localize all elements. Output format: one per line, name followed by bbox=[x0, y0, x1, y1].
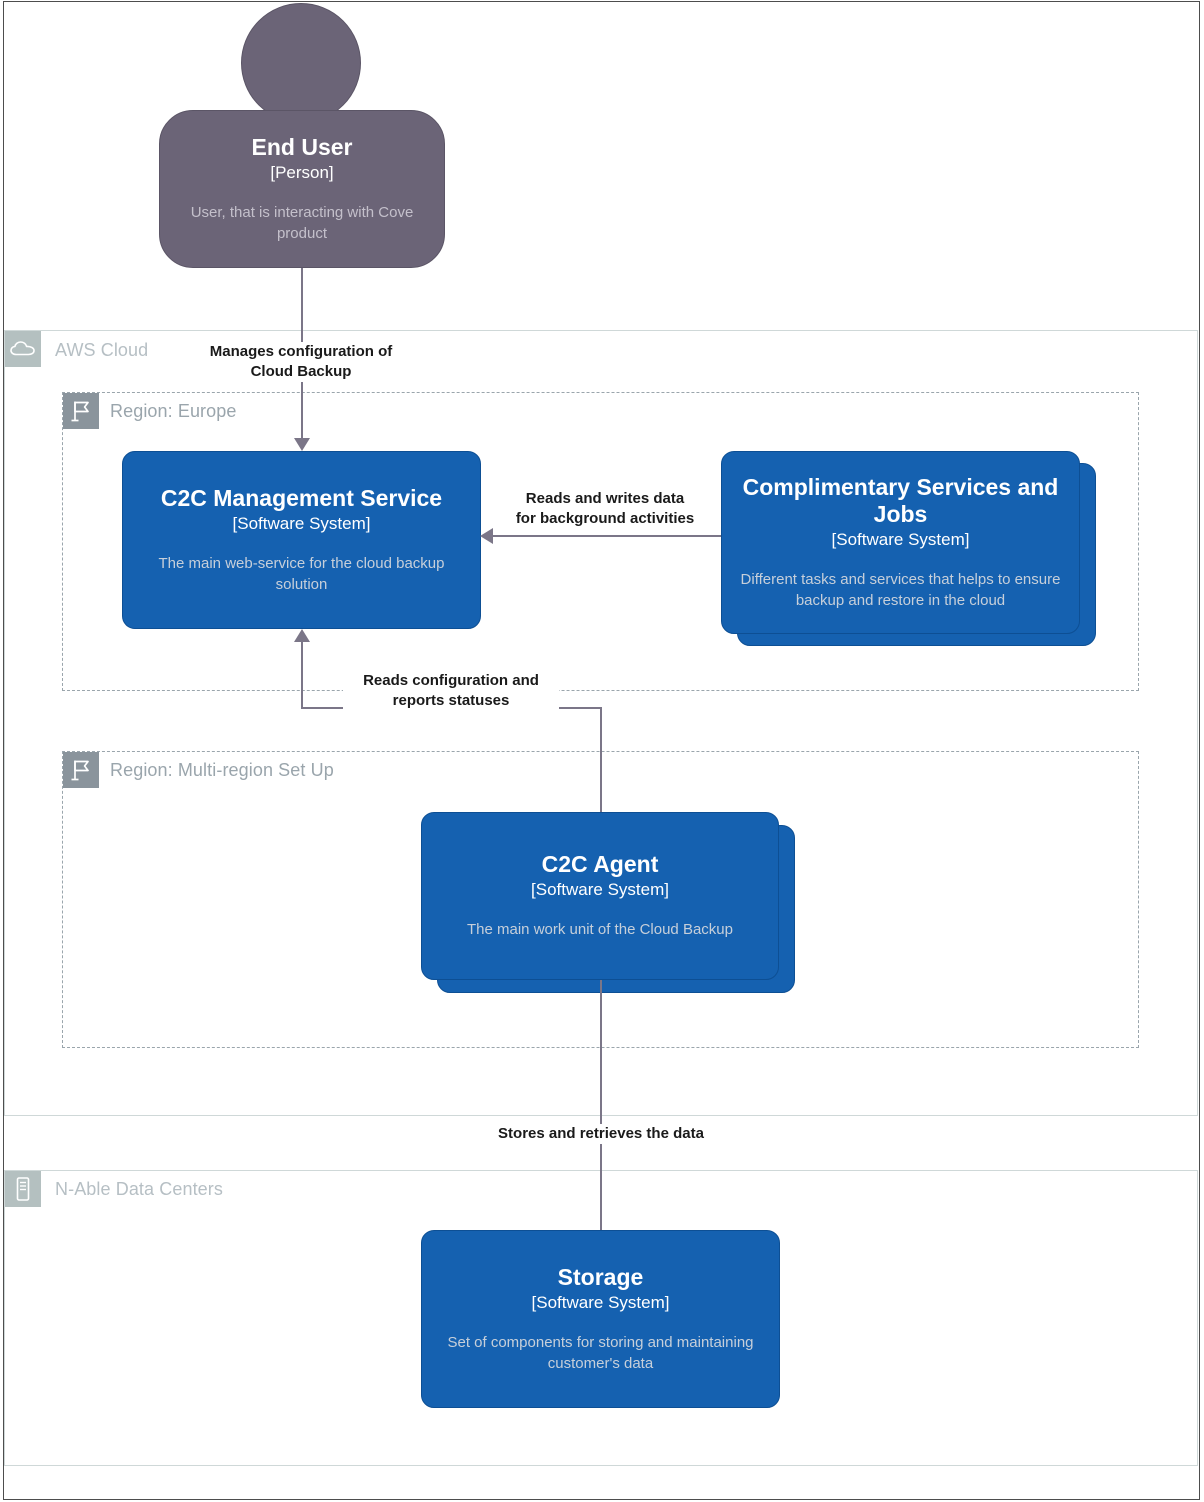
node-complimentary-services-and-jobs[interactable]: Complimentary Services and Jobs [Softwar… bbox=[721, 451, 1080, 634]
node-title: Complimentary Services and Jobs bbox=[742, 473, 1059, 527]
boundary-label-region-multiregion: Region: Multi-region Set Up bbox=[110, 760, 334, 780]
node-title: C2C Agent bbox=[541, 851, 659, 877]
node-description: User, that is interacting with Cove prod… bbox=[190, 203, 414, 242]
edge-label-reads-configuration: Reads configuration and reports statuses bbox=[343, 671, 559, 711]
arrowhead-agent-to-management bbox=[294, 629, 310, 642]
node-description: Different tasks and services that helps … bbox=[740, 570, 1061, 609]
node-description: The main work unit of the Cloud Backup bbox=[467, 921, 733, 939]
boundary-label-aws-cloud: AWS Cloud bbox=[55, 340, 149, 360]
node-title: End User bbox=[251, 133, 353, 160]
node-end-user[interactable]: End User [Person] User, that is interact… bbox=[159, 110, 445, 268]
node-c2c-agent[interactable]: C2C Agent [Software System] The main wor… bbox=[421, 812, 779, 980]
node-type: [Software System] bbox=[232, 513, 371, 533]
boundary-region-europe bbox=[62, 392, 1139, 691]
flag-icon bbox=[63, 393, 99, 429]
node-type: [Software System] bbox=[531, 1292, 670, 1312]
node-storage[interactable]: Storage [Software System] Set of compone… bbox=[421, 1230, 780, 1408]
cloud-icon bbox=[5, 331, 41, 367]
node-description: The main web-service for the cloud backu… bbox=[158, 554, 445, 593]
node-type: [Person] bbox=[270, 162, 334, 182]
connector-agent-to-management-v2 bbox=[301, 641, 303, 708]
connector-agent-to-storage bbox=[600, 980, 602, 1238]
node-type: [Software System] bbox=[831, 529, 970, 549]
flag-icon bbox=[63, 752, 99, 788]
edge-label-reads-writes-data: Reads and writes data for background act… bbox=[505, 489, 705, 529]
arrowhead-complimentary-to-management bbox=[480, 528, 493, 544]
edge-label-manages-configuration: Manages configuration of Cloud Backup bbox=[185, 342, 417, 382]
node-description: Set of components for storing and mainta… bbox=[447, 1333, 754, 1372]
connector-complimentary-to-management bbox=[492, 535, 721, 537]
node-title: Storage bbox=[557, 1263, 644, 1290]
connector-agent-to-management-v1 bbox=[600, 707, 602, 813]
avatar-head bbox=[241, 3, 361, 123]
edge-label-stores-retrieves: Stores and retrieves the data bbox=[470, 1124, 732, 1144]
node-title: C2C Management Service bbox=[160, 484, 443, 511]
boundary-label-region-europe: Region: Europe bbox=[110, 401, 237, 421]
server-rack-icon bbox=[5, 1171, 41, 1207]
node-type: [Software System] bbox=[531, 879, 669, 899]
node-c2c-management-service[interactable]: C2C Management Service [Software System]… bbox=[122, 451, 481, 629]
page-frame bbox=[3, 1, 1200, 1500]
boundary-label-nable-data-centers: N-Able Data Centers bbox=[55, 1179, 223, 1199]
arrowhead-user-to-management bbox=[294, 438, 310, 451]
